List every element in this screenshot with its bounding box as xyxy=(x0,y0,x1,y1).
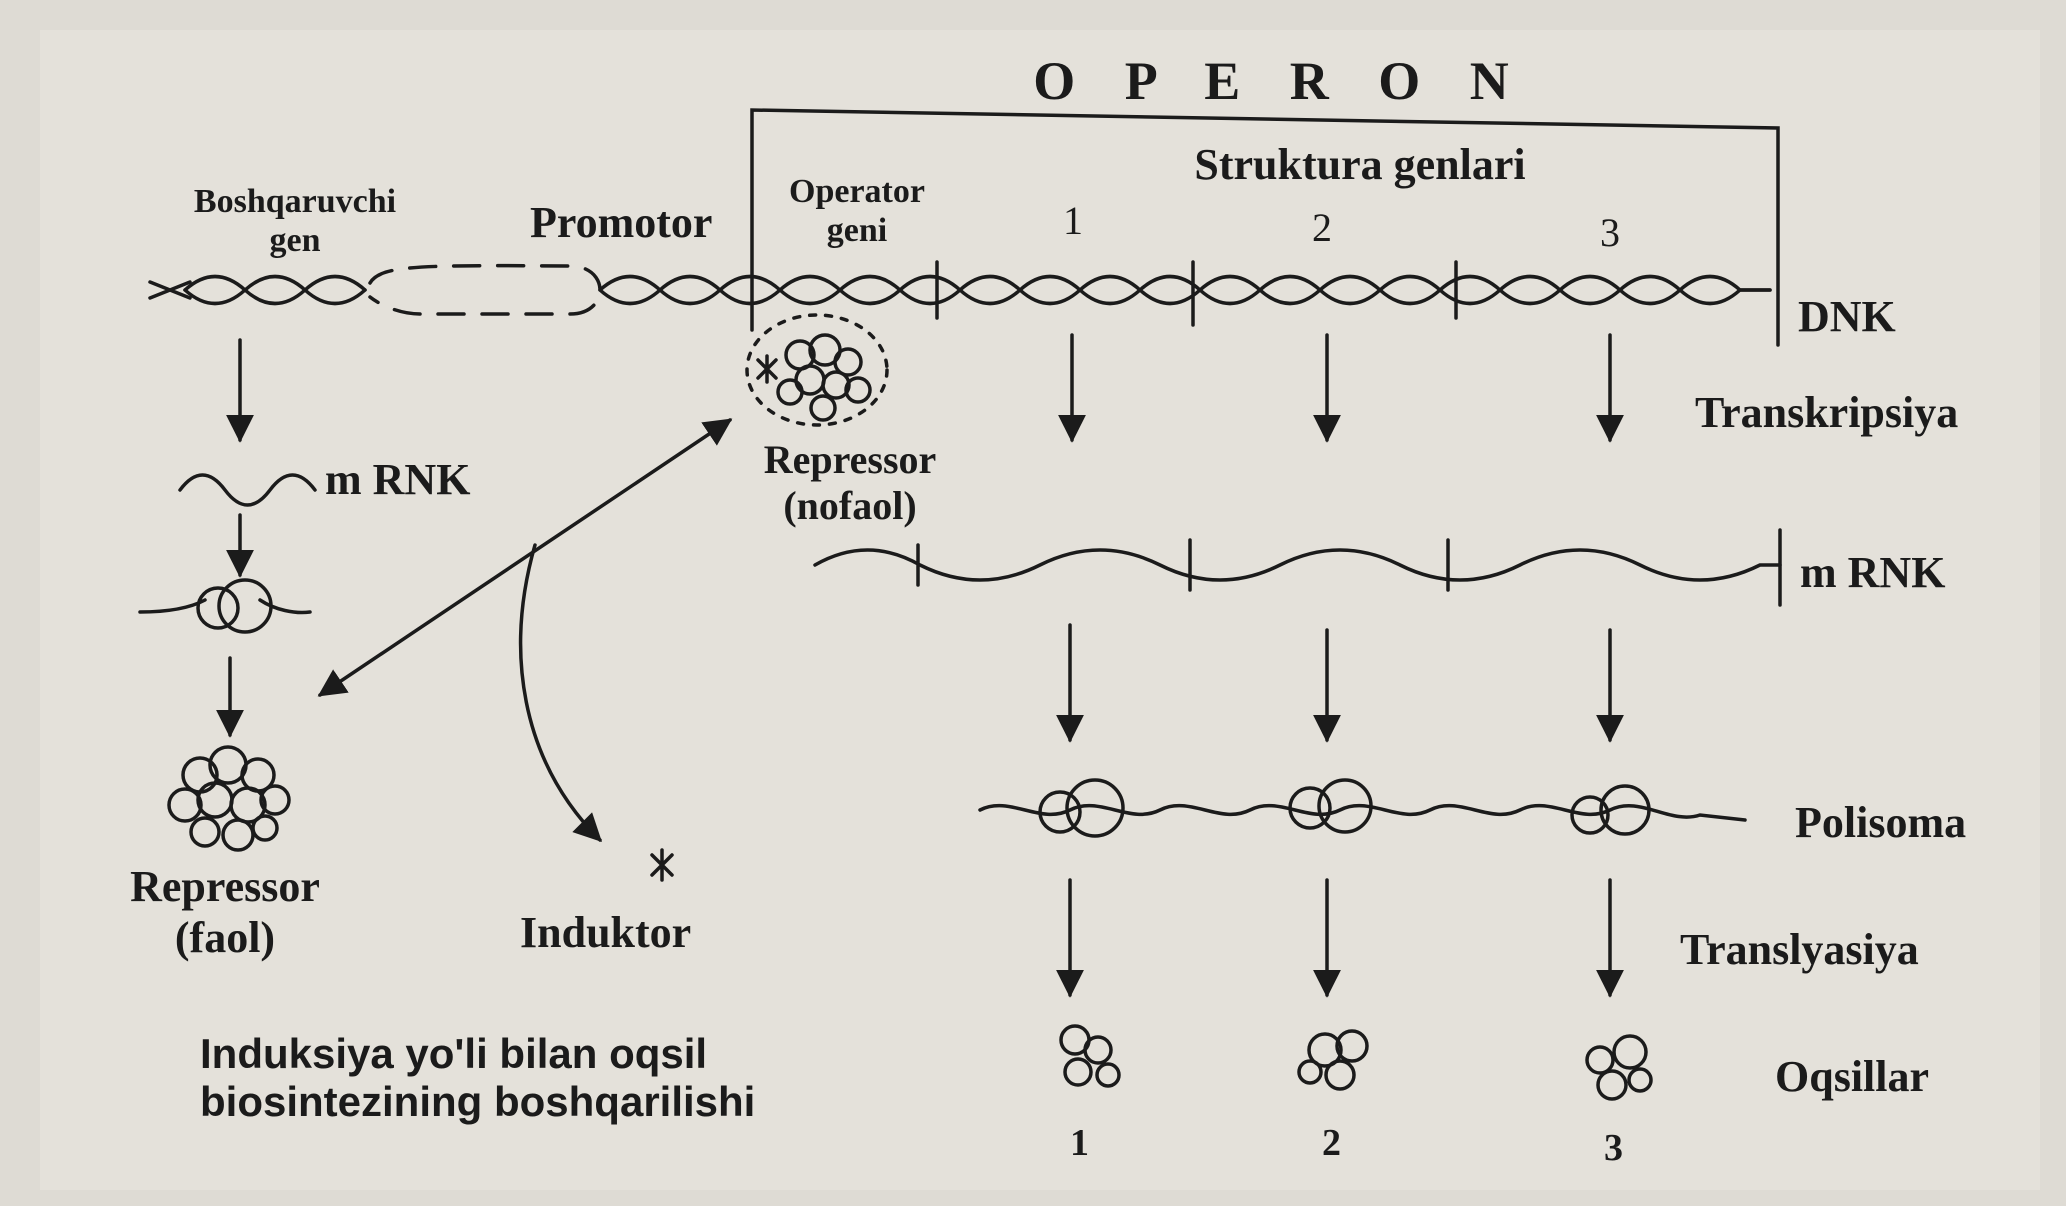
repressor-inactive-blob xyxy=(778,335,870,420)
repressor-active-line1: Repressor xyxy=(95,862,355,913)
protein-2-blob xyxy=(1299,1031,1367,1089)
protein-number-2: 2 xyxy=(1322,1122,1341,1166)
polysome-strand xyxy=(980,806,1745,820)
proteins-label: Oqsillar xyxy=(1775,1052,1929,1103)
ribosome-left xyxy=(140,580,310,632)
mrna-left-label: m RNK xyxy=(325,455,470,506)
gene-number-2: 2 xyxy=(1312,205,1332,251)
dna-label: DNK xyxy=(1798,292,1896,343)
regulator-gene-line1: Boshqaruvchi xyxy=(160,182,430,221)
dna-main-segment xyxy=(600,277,1770,304)
gene-number-1: 1 xyxy=(1063,198,1083,244)
protein-number-1: 1 xyxy=(1070,1122,1089,1166)
repressor-inactive-line1: Repressor xyxy=(725,437,975,483)
dna-regulator-segment xyxy=(150,277,365,304)
caption-line1: Induksiya yo'li bilan oqsil xyxy=(200,1030,755,1078)
operator-gene-line1: Operator xyxy=(762,172,952,211)
repressor-active-blob xyxy=(169,747,289,850)
inductor-star-bound xyxy=(758,356,776,382)
protein-number-3: 3 xyxy=(1604,1127,1623,1171)
polysome-label: Polisoma xyxy=(1795,798,1966,849)
gene-number-3: 3 xyxy=(1600,210,1620,256)
arrow-inductor-release xyxy=(521,545,600,840)
protein-3-blob xyxy=(1587,1036,1651,1099)
mrna-right-wave xyxy=(815,550,1780,580)
mrna-boundary-ticks xyxy=(918,530,1780,605)
inductor-label: Induktor xyxy=(520,908,691,959)
mrna-right-label: m RNK xyxy=(1800,548,1945,599)
figure-caption: Induksiya yo'li bilan oqsil biosintezini… xyxy=(200,1030,755,1127)
mrna-left-wave xyxy=(180,475,315,505)
caption-line2: biosintezining boshqarilishi xyxy=(200,1078,755,1126)
structural-genes-label: Struktura genlari xyxy=(1150,140,1570,191)
operator-gene-line2: geni xyxy=(762,211,952,250)
repressor-inactive-label: Repressor (nofaol) xyxy=(725,437,975,529)
operon-title: O P E R O N xyxy=(1000,50,1560,112)
regulator-gene-label: Boshqaruvchi gen xyxy=(160,182,430,260)
repressor-inactive-line2: (nofaol) xyxy=(725,483,975,529)
operator-gene-label: Operator geni xyxy=(762,172,952,250)
protein-1-blob xyxy=(1061,1026,1119,1086)
transcription-label: Transkripsiya xyxy=(1695,388,1958,439)
regulator-gene-line2: gen xyxy=(160,221,430,260)
inductor-star-free xyxy=(652,850,672,880)
promoter-label: Promotor xyxy=(530,198,712,249)
translation-label: Translyasiya xyxy=(1680,925,1919,976)
repressor-active-line2: (faol) xyxy=(95,913,355,964)
repressor-active-label: Repressor (faol) xyxy=(95,862,355,963)
dna-gap-dashed xyxy=(370,266,600,314)
